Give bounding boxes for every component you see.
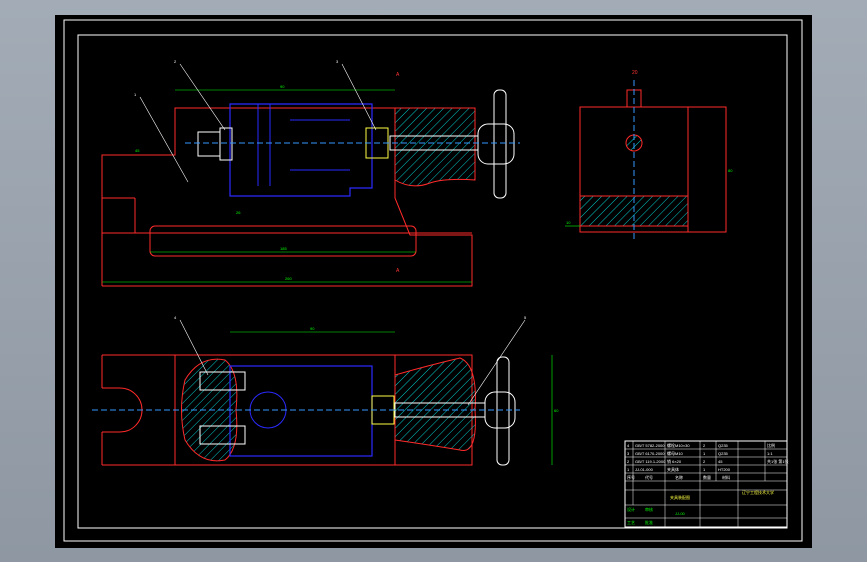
- row3-qty: 2: [703, 459, 706, 464]
- sig-approve: 批准: [645, 519, 653, 525]
- callout-2: 2: [174, 59, 177, 64]
- front-view: 90 260 185 45 26 A A 1 2 3: [101, 59, 520, 287]
- drawing-number: JJ-00: [675, 511, 686, 516]
- header-mat: 材料: [722, 474, 730, 480]
- row4-name: 夹具体: [667, 466, 679, 472]
- school-name: 辽宁工程技术大学: [742, 489, 774, 495]
- dim-mid: 26: [236, 210, 241, 215]
- header-no: 序号: [627, 474, 635, 480]
- callout-4: 4: [174, 315, 177, 320]
- row4-code: JJ-01-000: [635, 467, 654, 472]
- dim-top-width: 90: [280, 84, 285, 89]
- sheet-background: [55, 15, 812, 548]
- row2-name: 螺母M10: [667, 450, 684, 456]
- front-hatch: [394, 107, 476, 187]
- header-code: 代号: [645, 474, 653, 480]
- base-slot: [149, 225, 417, 257]
- row3-no: 2: [627, 459, 630, 464]
- scale-value: 1:1: [767, 451, 773, 456]
- row1-mat: Q235: [718, 443, 729, 448]
- row3-code: GB/T 119.1-2000: [635, 459, 666, 464]
- dim-base-inner: 185: [280, 246, 287, 251]
- row2-no: 3: [627, 451, 630, 456]
- section-mark-bottom: A: [396, 268, 400, 274]
- dim-left-height: 45: [135, 148, 140, 153]
- row1-qty: 2: [703, 443, 706, 448]
- row4-qty: 1: [703, 467, 706, 472]
- row2-mat: Q235: [718, 451, 729, 456]
- row2-code: GB/T 6170-2000: [635, 451, 665, 456]
- section-mark-top: A: [396, 72, 400, 78]
- inner-border: [77, 34, 788, 529]
- sheet-label: 共1张 第1张: [767, 458, 789, 464]
- dim-plan-top: 90: [310, 326, 315, 331]
- row2-qty: 1: [703, 451, 706, 456]
- title-block: 4 GB/T 5782-2000 螺栓M10×30 2 Q235 3 GB/T …: [624, 440, 789, 528]
- callout-5: 5: [524, 315, 527, 320]
- outer-border: [63, 19, 803, 542]
- callout-1: 1: [134, 92, 137, 97]
- plan-view: 90 60 4 5: [92, 315, 559, 466]
- row4-mat: HT200: [718, 467, 731, 472]
- sig-process: 工艺: [627, 520, 635, 525]
- row3-name: 销 6×20: [667, 458, 682, 464]
- drawing-name: 夹具装配图: [670, 494, 690, 500]
- dim-plan-right: 60: [554, 408, 559, 413]
- hidden-jaw: [229, 103, 373, 197]
- row3-mat: 45: [718, 459, 723, 464]
- sig-review: 审核: [645, 506, 653, 512]
- row1-name: 螺栓M10×30: [667, 442, 690, 448]
- callout-3: 3: [336, 59, 339, 64]
- dim-side-top: 20: [632, 70, 638, 76]
- header-qty: 数量: [703, 474, 711, 480]
- dim-side-height: 80: [728, 168, 733, 173]
- dim-side-small: 10: [566, 220, 571, 225]
- row4-no: 1: [627, 467, 630, 472]
- dim-base-total: 260: [285, 276, 292, 281]
- row1-no: 4: [627, 443, 630, 448]
- scale-label: 比例: [767, 442, 775, 448]
- row1-code: GB/T 5782-2000: [635, 443, 665, 448]
- sig-design: 设计: [627, 506, 635, 512]
- header-name: 名称: [675, 474, 683, 480]
- side-view: 80 10 20: [565, 70, 733, 240]
